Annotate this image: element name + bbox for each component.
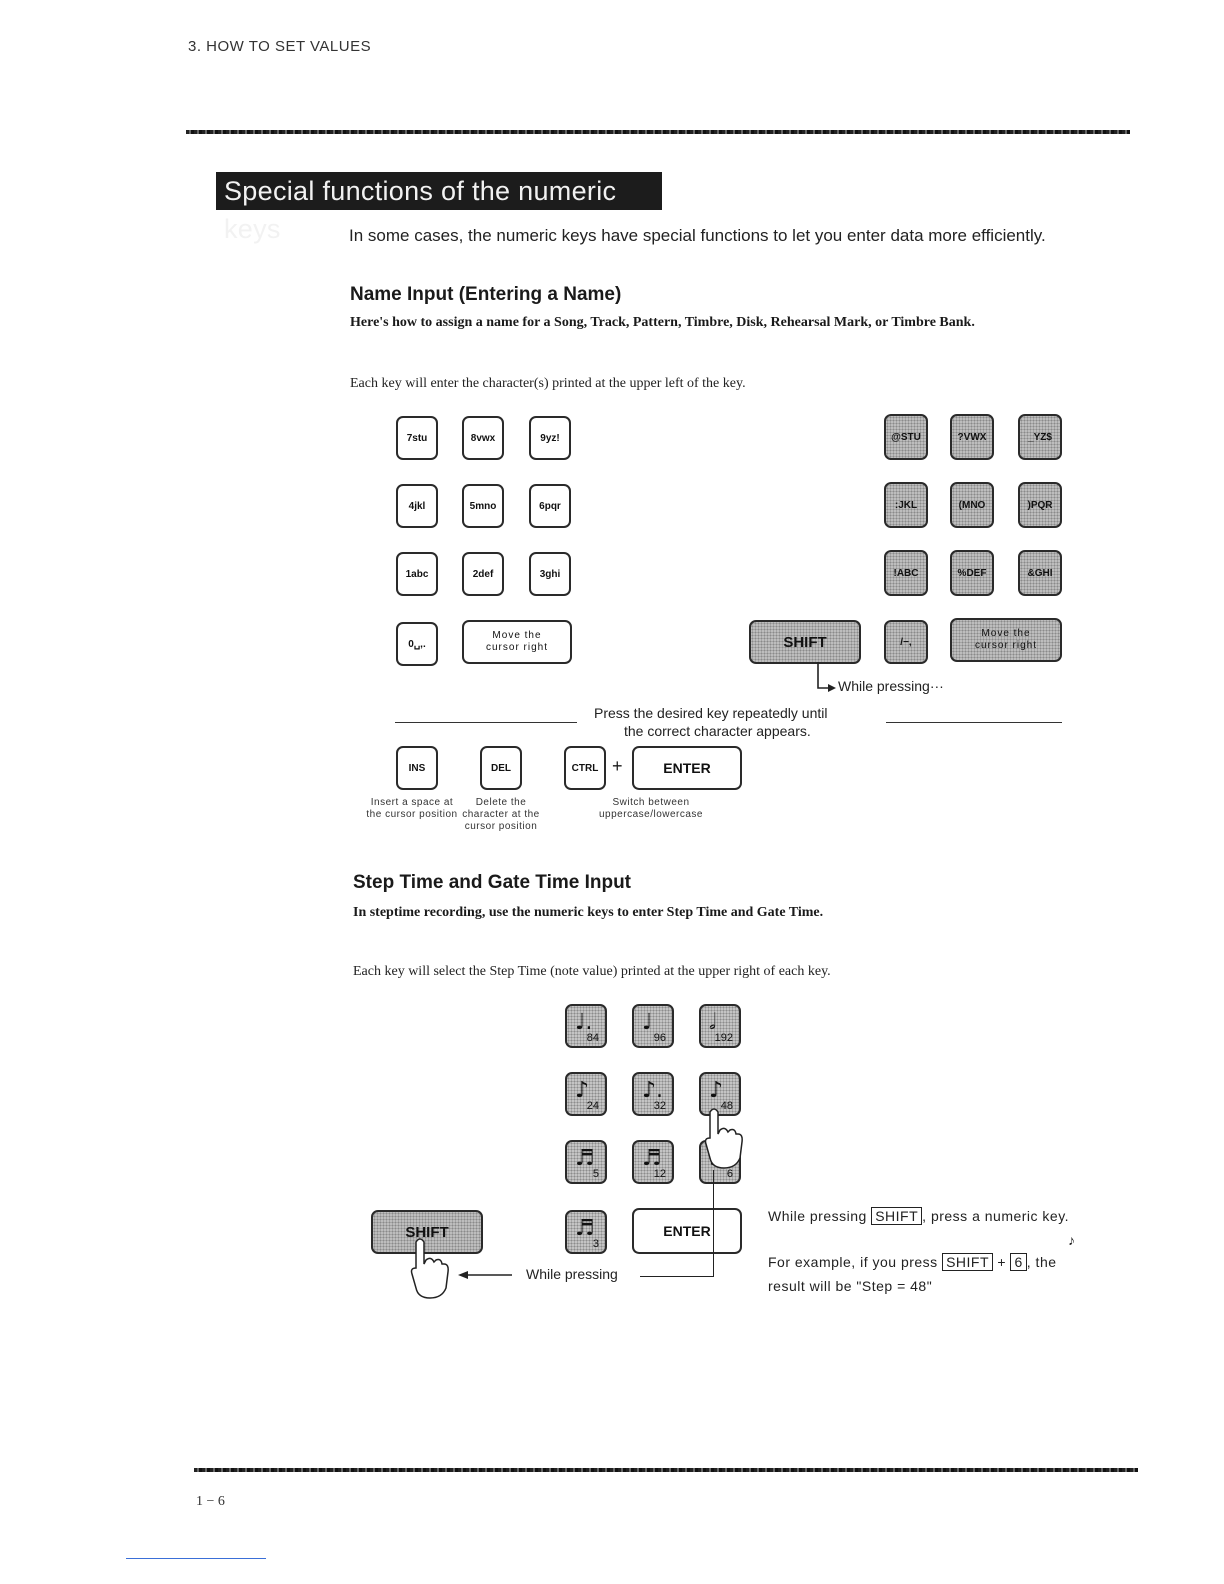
note-key-8[interactable]: ♩96 xyxy=(632,1004,674,1048)
name-input-subheading: Here's how to assign a name for a Song, … xyxy=(350,315,975,331)
key-3ghi[interactable]: 3ghi xyxy=(529,552,571,596)
del-button[interactable]: DEL xyxy=(480,746,522,790)
hand-guide-line xyxy=(713,1170,714,1276)
inline-shift-key-2: SHIFT xyxy=(942,1253,993,1271)
key-shift-5[interactable]: (MNO xyxy=(950,482,994,528)
note-key-4[interactable]: ♪24 xyxy=(565,1072,607,1116)
note-key-1[interactable]: ♬5 xyxy=(565,1140,607,1184)
key-8vwx[interactable]: 8vwx xyxy=(462,416,504,460)
press-note-line1: Press the desired key repeatedly until xyxy=(594,705,827,721)
ctrl-note: Switch between uppercase/lowercase xyxy=(586,797,716,821)
ins-button[interactable]: INS xyxy=(396,746,438,790)
press-note-line2: the correct character appears. xyxy=(624,723,811,739)
pointing-hand-icon xyxy=(700,1104,746,1174)
key-1abc[interactable]: 1abc xyxy=(396,552,438,596)
eighth-note-icon: ♪ xyxy=(1068,1232,1075,1248)
step-desc-line1: While pressing SHIFT, press a numeric ke… xyxy=(768,1208,1069,1224)
step-while-pressing-line xyxy=(640,1276,714,1277)
while-pressing-arrow-left xyxy=(456,1268,516,1282)
key-7stu[interactable]: 7stu xyxy=(396,416,438,460)
press-note-line-right xyxy=(886,722,1062,723)
note-key-7[interactable]: ♩.84 xyxy=(565,1004,607,1048)
inline-6-key: 6 xyxy=(1010,1253,1026,1271)
section-banner: Special functions of the numeric keys xyxy=(216,172,662,210)
key-shift-0[interactable]: /−, xyxy=(884,620,928,664)
key-shift-6[interactable]: )PQR xyxy=(1018,482,1062,528)
while-pressing-label: While pressing··· xyxy=(838,678,944,694)
key-0[interactable]: 0␣,. xyxy=(396,622,438,666)
plus-sign: + xyxy=(612,756,623,777)
key-5mno[interactable]: 5mno xyxy=(462,484,504,528)
step-input-subheading: In steptime recording, use the numeric k… xyxy=(353,905,823,921)
key-shift-move-cursor-right[interactable]: Move the cursor right xyxy=(950,618,1062,662)
top-rule xyxy=(186,130,1130,134)
key-shift-9[interactable]: _YZ$ xyxy=(1018,414,1062,460)
key-shift-8[interactable]: ?VWX xyxy=(950,414,994,460)
key-4jkl[interactable]: 4jkl xyxy=(396,484,438,528)
step-desc-line3: result will be "Step = 48" xyxy=(768,1278,932,1294)
step-desc-line2: For example, if you press SHIFT + 6, the xyxy=(768,1254,1057,1270)
note-key-9[interactable]: 𝅗𝅥192 xyxy=(699,1004,741,1048)
step-input-heading: Step Time and Gate Time Input xyxy=(353,872,631,894)
section-header: 3. HOW TO SET VALUES xyxy=(188,38,371,55)
key-shift-4[interactable]: :JKL xyxy=(884,482,928,528)
footer-link-line xyxy=(126,1558,266,1559)
ctrl-button[interactable]: CTRL xyxy=(564,746,606,790)
key-6pqr[interactable]: 6pqr xyxy=(529,484,571,528)
intro-text: In some cases, the numeric keys have spe… xyxy=(349,226,1046,246)
inline-shift-key: SHIFT xyxy=(871,1207,922,1225)
step-input-instruction: Each key will select the Step Time (note… xyxy=(353,964,831,980)
name-input-heading: Name Input (Entering a Name) xyxy=(350,284,621,306)
key-move-cursor-right[interactable]: Move the cursor right xyxy=(462,620,572,664)
key-shift-3[interactable]: &GHI xyxy=(1018,550,1062,596)
ins-note: Insert a space at the cursor position xyxy=(366,797,458,821)
enter-button[interactable]: ENTER xyxy=(632,746,742,790)
key-shift-1[interactable]: !ABC xyxy=(884,550,928,596)
press-note-line-left xyxy=(395,722,577,723)
key-shift-7[interactable]: @STU xyxy=(884,414,928,460)
while-pressing-arrow xyxy=(800,662,840,692)
bottom-rule xyxy=(194,1468,1138,1472)
key-shift-2[interactable]: %DEF xyxy=(950,550,994,596)
shift-button[interactable]: SHIFT xyxy=(749,620,861,664)
note-key-2[interactable]: ♬12 xyxy=(632,1140,674,1184)
page-number: 1 − 6 xyxy=(196,1494,225,1510)
note-key-0[interactable]: ♬3 xyxy=(565,1210,607,1254)
key-9yz[interactable]: 9yz! xyxy=(529,416,571,460)
pointing-hand-icon-shift xyxy=(404,1236,450,1306)
name-input-instruction: Each key will enter the character(s) pri… xyxy=(350,376,746,392)
key-2def[interactable]: 2def xyxy=(462,552,504,596)
step-enter-button[interactable]: ENTER xyxy=(632,1208,742,1254)
del-note: Delete the character at the cursor posit… xyxy=(456,797,546,833)
note-key-5[interactable]: ♪.32 xyxy=(632,1072,674,1116)
step-while-pressing-label: While pressing xyxy=(526,1266,618,1282)
